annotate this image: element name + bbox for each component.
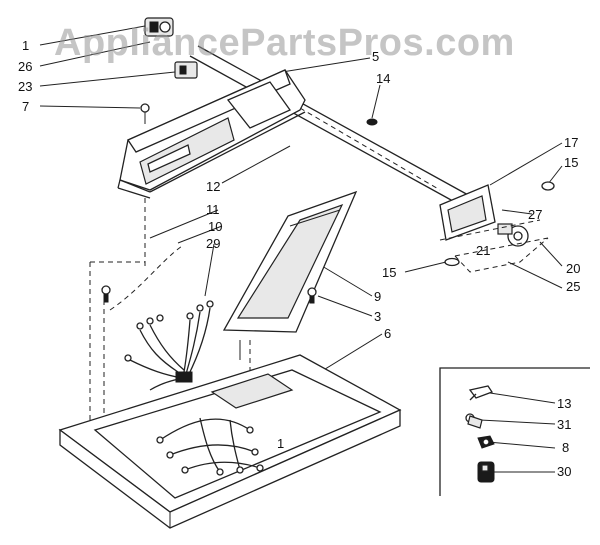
screw-3 [307, 287, 317, 304]
callout-5: 5 [372, 49, 380, 64]
end-bracket-assembly [439, 181, 555, 273]
callout-11: 11 [206, 202, 220, 217]
callout-29: 29 [206, 236, 221, 251]
screw-11 [101, 285, 111, 303]
callout-27: 27 [528, 207, 543, 222]
callout-9: 9 [374, 289, 382, 304]
callout-3: 3 [374, 309, 382, 324]
callout-8: 8 [562, 440, 570, 455]
callout-14: 14 [376, 71, 391, 86]
callout-6: 6 [384, 326, 392, 341]
callout-31: 31 [557, 417, 572, 432]
filter-frame [222, 190, 358, 333]
guide-lines [89, 198, 251, 420]
callout-1: 1 [22, 38, 30, 53]
callout-17: 17 [564, 135, 579, 150]
wiring-harness-lower [156, 417, 264, 476]
callout-26: 26 [18, 59, 33, 74]
control-rail [189, 45, 471, 207]
callout-7: 7 [22, 99, 30, 114]
callout-10: 10 [208, 219, 223, 234]
callout-25: 25 [566, 279, 581, 294]
cabinet-top [58, 340, 402, 529]
callout-12: 12 [206, 179, 221, 194]
screw-15-lower [444, 257, 460, 267]
callout-21: 21 [476, 243, 491, 258]
leader-lines [39, 25, 563, 473]
wiring-harness-upper [124, 300, 214, 391]
inset-box [439, 367, 590, 496]
screw-14 [366, 118, 378, 126]
console-housing [117, 69, 306, 199]
callout-20: 20 [566, 261, 581, 276]
callout-1-lower: 1 [277, 436, 285, 451]
callout-13: 13 [557, 396, 572, 411]
wire-10 [109, 245, 183, 311]
callout-23: 23 [18, 79, 33, 94]
callout-15-lower: 15 [382, 265, 397, 280]
screw-7 [140, 103, 150, 124]
callout-30: 30 [557, 464, 572, 479]
top-switch-assembly [144, 17, 198, 79]
callout-15-upper: 15 [564, 155, 579, 170]
